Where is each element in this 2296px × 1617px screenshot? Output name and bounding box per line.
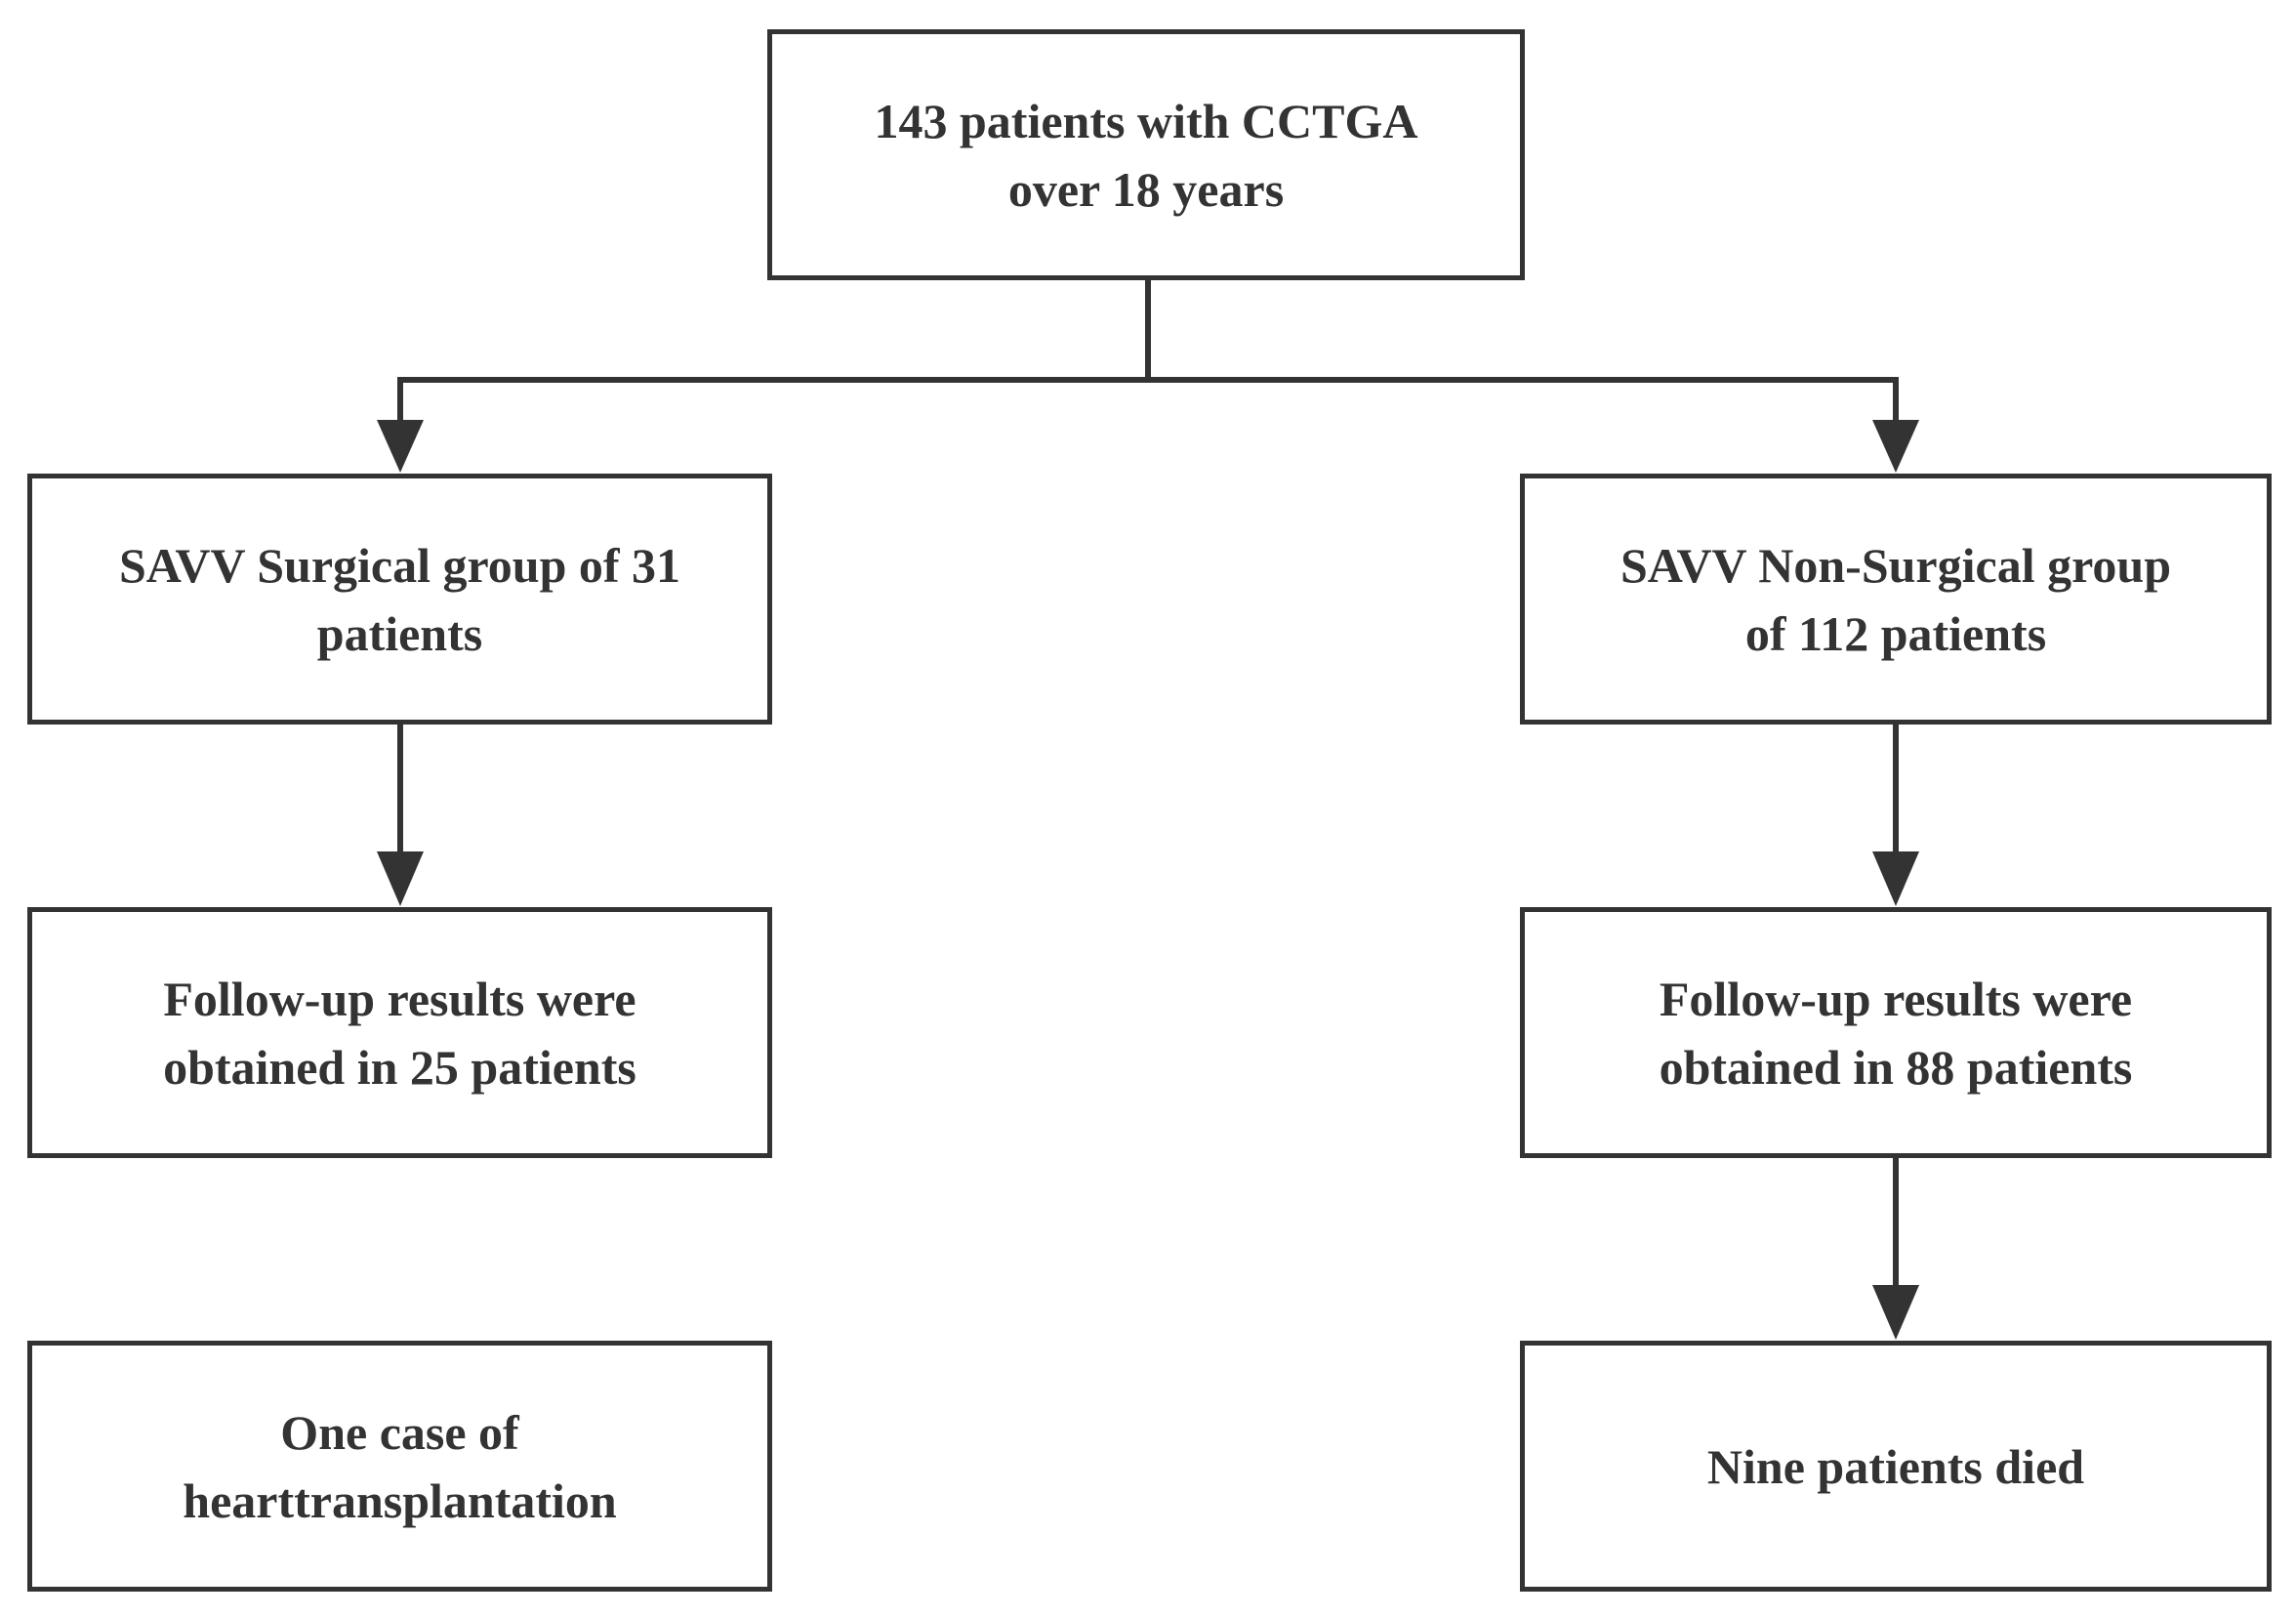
non-surgical-followup-box: Follow-up results were obtained in 88 pa… <box>1520 907 2272 1158</box>
arrow-to-surgical-followup <box>377 851 424 906</box>
non-surgical-group-label: SAVV Non-Surgical group of 112 patients <box>1601 531 2191 668</box>
surgical-followup-label: Follow-up results were obtained in 25 pa… <box>144 965 656 1101</box>
arrow-to-non-surgical-group <box>1872 420 1919 473</box>
arrow-to-non-surgical-followup <box>1872 851 1919 906</box>
surgical-outcome-box: One case of hearttransplantation <box>27 1341 772 1592</box>
non-surgical-group-label-line-1: SAVV Non-Surgical group <box>1620 537 2172 593</box>
non-surgical-group-box: SAVV Non-Surgical group of 112 patients <box>1520 474 2272 725</box>
surgical-group-label-line-1: SAVV Surgical group of 31 <box>118 537 681 593</box>
root-box: 143 patients with CCTGA over 18 years <box>767 29 1525 280</box>
non-surgical-outcome-label-line-1: Nine patients died <box>1706 1438 2085 1494</box>
arrow-to-surgical-group <box>377 420 424 473</box>
surgical-outcome-label: One case of hearttransplantation <box>163 1398 636 1535</box>
surgical-followup-label-line-1: Follow-up results were <box>163 971 636 1026</box>
non-surgical-followup-label-line-1: Follow-up results were <box>1659 971 2133 1026</box>
root-label-line-2: over 18 years <box>1007 161 1285 217</box>
surgical-followup-box: Follow-up results were obtained in 25 pa… <box>27 907 772 1158</box>
root-label-line-1: 143 patients with CCTGA <box>874 93 1418 148</box>
non-surgical-followup-label-line-2: obtained in 88 patients <box>1659 1039 2133 1095</box>
arrow-to-non-surgical-outcome <box>1872 1285 1919 1340</box>
surgical-outcome-label-line-2: hearttransplantation <box>183 1472 617 1528</box>
root-label: 143 patients with CCTGA over 18 years <box>855 87 1438 224</box>
non-surgical-group-label-line-2: of 112 patients <box>1744 605 2047 661</box>
surgical-followup-label-line-2: obtained in 25 patients <box>163 1039 636 1095</box>
non-surgical-outcome-label: Nine patients died <box>1688 1432 2104 1501</box>
non-surgical-outcome-box: Nine patients died <box>1520 1341 2272 1592</box>
surgical-group-box: SAVV Surgical group of 31 patients <box>27 474 772 725</box>
surgical-outcome-label-line-1: One case of <box>280 1404 519 1460</box>
non-surgical-followup-label: Follow-up results were obtained in 88 pa… <box>1640 965 2152 1101</box>
surgical-group-label: SAVV Surgical group of 31 patients <box>100 531 700 668</box>
surgical-group-label-line-2: patients <box>316 605 483 661</box>
